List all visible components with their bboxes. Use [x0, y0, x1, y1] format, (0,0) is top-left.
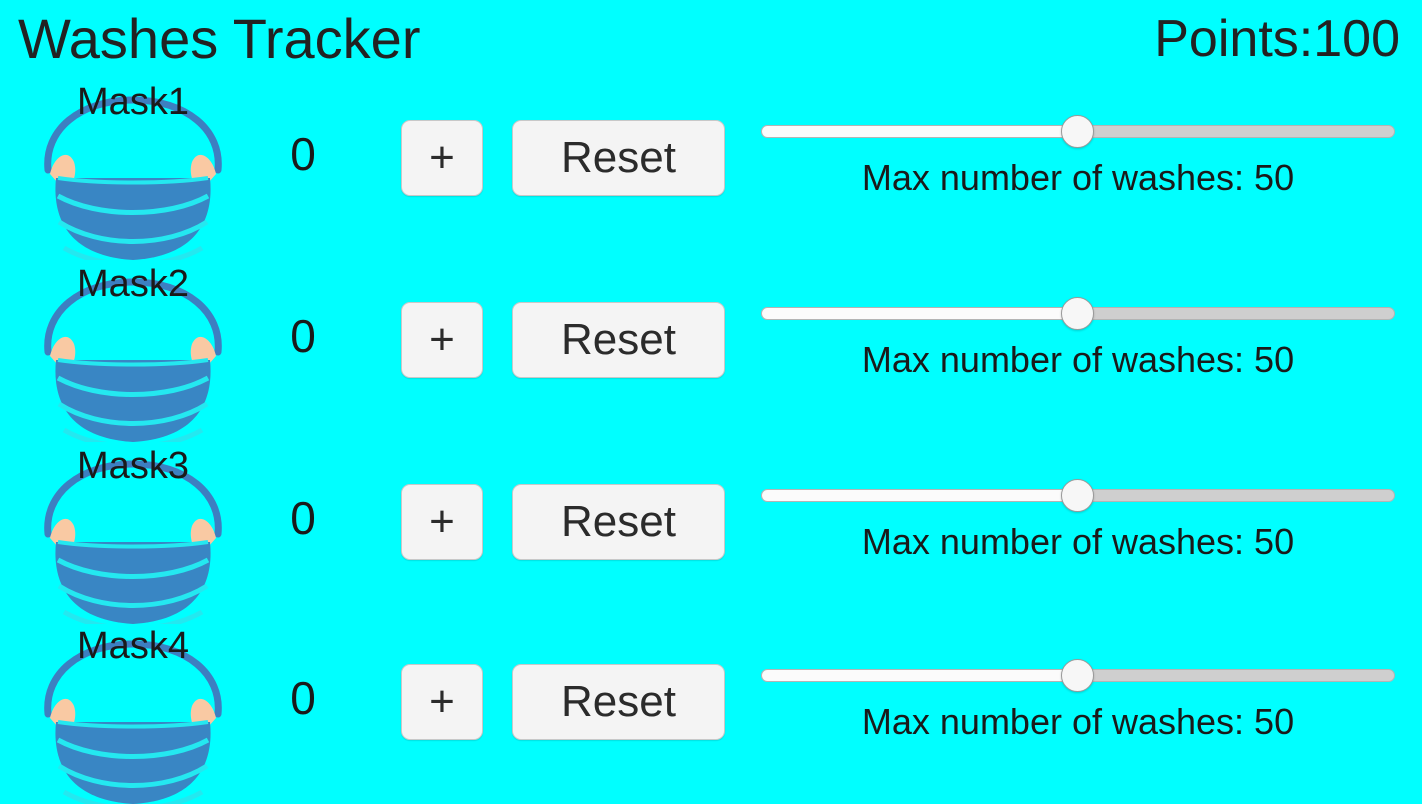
- slider-thumb[interactable]: [1061, 659, 1094, 692]
- max-washes-slider[interactable]: [761, 658, 1395, 692]
- reset-button[interactable]: Reset: [512, 484, 725, 560]
- max-washes-caption: Max number of washes: 50: [861, 157, 1295, 198]
- reset-button[interactable]: Reset: [512, 120, 725, 196]
- page-title: Washes Tracker: [18, 7, 421, 70]
- max-washes-slider[interactable]: [761, 114, 1395, 148]
- slider-track-fill: [761, 489, 1078, 502]
- slider-cell: Max number of washes: 50: [761, 114, 1395, 234]
- face-mask-icon: [44, 460, 222, 624]
- slider-track-fill: [761, 669, 1078, 682]
- mask-cell: Mask4: [8, 622, 258, 804]
- mask-row: Mask2 0 + Reset Max number of washes: 50: [0, 260, 1422, 442]
- increment-button[interactable]: +: [401, 120, 483, 196]
- max-washes-slider[interactable]: [761, 296, 1395, 330]
- slider-cell: Max number of washes: 50: [761, 658, 1395, 778]
- slider-track-fill: [761, 307, 1078, 320]
- face-mask-icon: [44, 96, 222, 260]
- max-washes-caption: Max number of washes: 50: [861, 339, 1295, 380]
- mask-name-label: Mask4: [77, 625, 189, 667]
- points-value: 100: [1313, 10, 1400, 68]
- max-washes-caption: Max number of washes: 50: [861, 701, 1295, 742]
- max-washes-caption: Max number of washes: 50: [861, 521, 1295, 562]
- slider-thumb[interactable]: [1061, 297, 1094, 330]
- increment-button[interactable]: +: [401, 484, 483, 560]
- mask-cell: Mask3: [8, 442, 258, 624]
- mask-cell: Mask2: [8, 260, 258, 442]
- mask-name-label: Mask1: [77, 81, 189, 123]
- increment-button[interactable]: +: [401, 664, 483, 740]
- mask-cell: Mask1: [8, 78, 258, 260]
- reset-button[interactable]: Reset: [512, 302, 725, 378]
- mask-row: Mask3 0 + Reset Max number of washes: 50: [0, 442, 1422, 624]
- points-display: Points:100: [1154, 6, 1400, 72]
- slider-thumb[interactable]: [1061, 115, 1094, 148]
- mask-name-label: Mask3: [77, 445, 189, 487]
- points-label: Points:: [1154, 10, 1314, 68]
- increment-button[interactable]: +: [401, 302, 483, 378]
- slider-cell: Max number of washes: 50: [761, 296, 1395, 416]
- app-header: Washes Tracker Points:100: [0, 0, 1422, 78]
- wash-count: 0: [290, 310, 316, 362]
- slider-thumb[interactable]: [1061, 479, 1094, 512]
- reset-button[interactable]: Reset: [512, 664, 725, 740]
- wash-count: 0: [290, 672, 316, 724]
- mask-rows-container: Mask1 0 + Reset Max number of washes: 50: [0, 78, 1422, 804]
- mask-row: Mask1 0 + Reset Max number of washes: 50: [0, 78, 1422, 260]
- face-mask-icon: [44, 640, 222, 804]
- mask-row: Mask4 0 + Reset Max number of washes: 50: [0, 622, 1422, 804]
- slider-track-fill: [761, 125, 1078, 138]
- max-washes-slider[interactable]: [761, 478, 1395, 512]
- wash-count: 0: [290, 492, 316, 544]
- wash-count: 0: [290, 128, 316, 180]
- mask-name-label: Mask2: [77, 263, 189, 305]
- face-mask-icon: [44, 278, 222, 442]
- slider-cell: Max number of washes: 50: [761, 478, 1395, 598]
